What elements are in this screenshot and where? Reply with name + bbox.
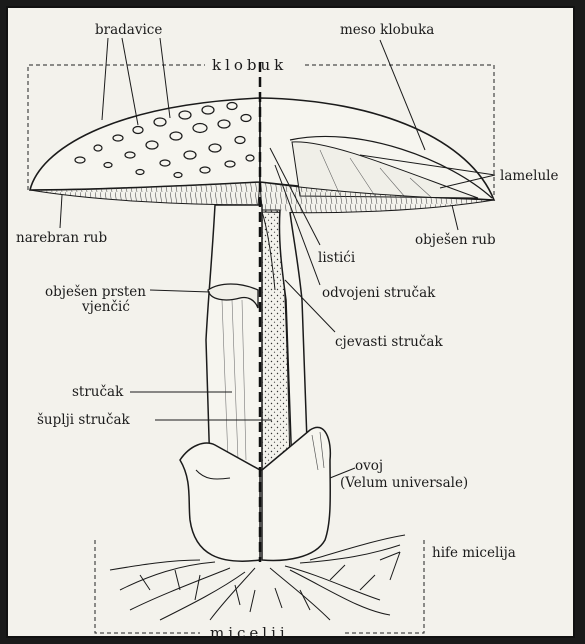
label-listici: listići	[318, 250, 356, 266]
label-suplji-strucak: šuplji stručak	[37, 412, 130, 428]
label-meso-klobuka: meso klobuka	[340, 22, 434, 38]
label-velum: (Velum universale)	[340, 475, 468, 491]
label-ovoj: ovoj	[355, 458, 383, 474]
label-cjevasti-strucak: cjevasti stručak	[335, 334, 443, 350]
mushroom-stem	[206, 205, 308, 470]
label-lamelule: lamelule	[500, 168, 558, 184]
label-narebran-rub: narebran rub	[16, 230, 107, 246]
label-objesen-prsten: obješen prsten	[45, 284, 146, 300]
label-vjencic: vjenčić	[81, 299, 130, 315]
label-odvojeni-strucak: odvojeni stručak	[322, 285, 436, 301]
label-strucak: stručak	[72, 384, 124, 400]
label-klobuk: klobuk	[212, 56, 287, 74]
label-micelij: micelij	[210, 624, 289, 642]
mushroom-cap	[30, 98, 494, 213]
label-hife-micelija: hife micelija	[432, 545, 516, 561]
label-objesen-rub: obješen rub	[415, 232, 496, 248]
label-bradavice: bradavice	[95, 22, 162, 38]
